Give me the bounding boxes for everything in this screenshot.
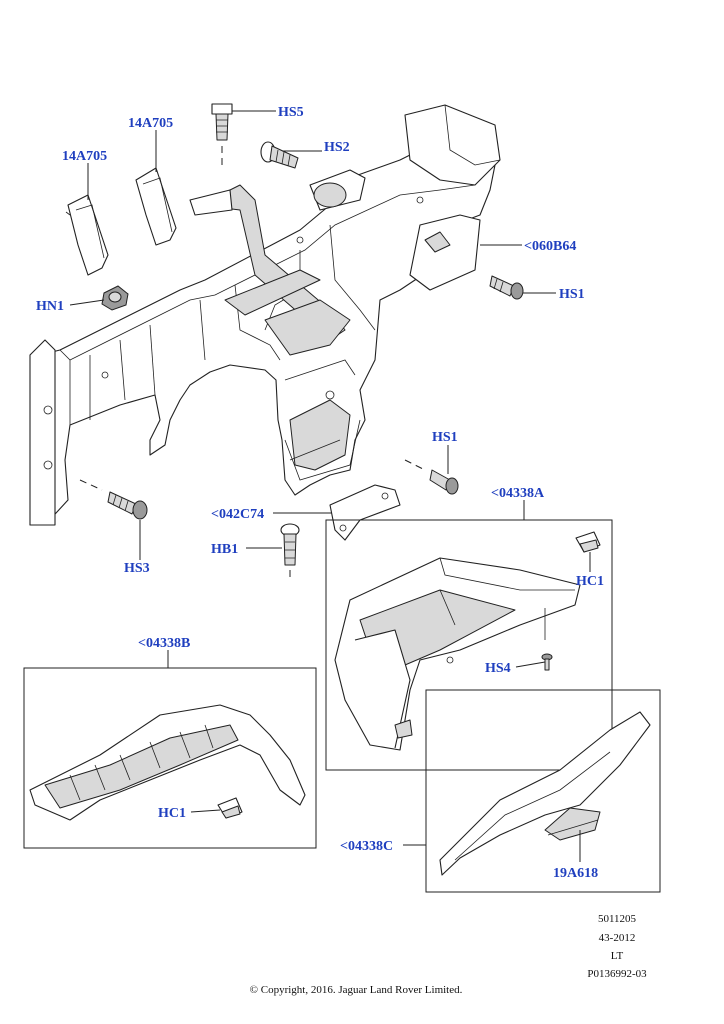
callout-060b64: <060B64	[524, 239, 576, 254]
callout-14a705-right: 14A705	[128, 116, 173, 131]
callout-hb1: HB1	[211, 542, 238, 557]
bolt-hs1-mid	[404, 459, 459, 495]
leader-lines	[69, 110, 591, 862]
callout-hs1-mid: HS1	[432, 430, 458, 445]
glove-box-04338a	[325, 519, 613, 771]
bolt-hs2	[260, 141, 299, 169]
bolt-hs3	[79, 479, 148, 520]
lower-tray-04338b	[23, 667, 317, 849]
drawing-variant: LT	[611, 950, 624, 962]
callout-hs3: HS3	[124, 561, 150, 576]
drawing-code: 5011205	[598, 913, 637, 925]
bracket-042c74	[329, 484, 401, 541]
callout-04338b: <04338B	[138, 636, 190, 651]
callout-04338a: <04338A	[491, 486, 545, 501]
drawing-date: 43-2012	[599, 932, 636, 944]
cross-car-beam	[29, 104, 501, 526]
bracket-14a705-left	[65, 194, 109, 276]
callout-042c74: <042C74	[211, 507, 264, 522]
callout-19a618: 19A618	[553, 866, 598, 881]
bolt-hb1	[280, 523, 300, 582]
bolt-hs1-top	[489, 275, 524, 300]
glove-lid-04338c	[425, 689, 661, 893]
callout-hs1-top: HS1	[559, 287, 585, 302]
callout-hn1: HN1	[36, 299, 64, 314]
callout-hs4: HS4	[485, 661, 511, 676]
callout-hc1-right: HC1	[576, 574, 604, 589]
copyright-notice: © Copyright, 2016. Jaguar Land Rover Lim…	[250, 984, 463, 996]
callout-labels: HS5 HS2 14A705 14A705 <060B64 HN1 HS1 HS…	[36, 105, 604, 881]
drawing-id: P0136992-03	[587, 968, 647, 980]
callout-hs2: HS2	[324, 140, 350, 155]
clip-hc1-right	[575, 531, 601, 553]
callout-14a705-left: 14A705	[62, 149, 107, 164]
nut-hn1	[101, 285, 129, 311]
pin-hs4	[541, 653, 553, 671]
bracket-14a705-right	[135, 167, 177, 246]
callout-hs5: HS5	[278, 105, 304, 120]
bolt-hs5	[211, 103, 233, 165]
callout-hc1-left: HC1	[158, 806, 186, 821]
callout-04338c: <04338C	[340, 839, 393, 854]
footer-info: 5011205 43-2012 LT P0136992-03 © Copyrig…	[250, 913, 648, 996]
